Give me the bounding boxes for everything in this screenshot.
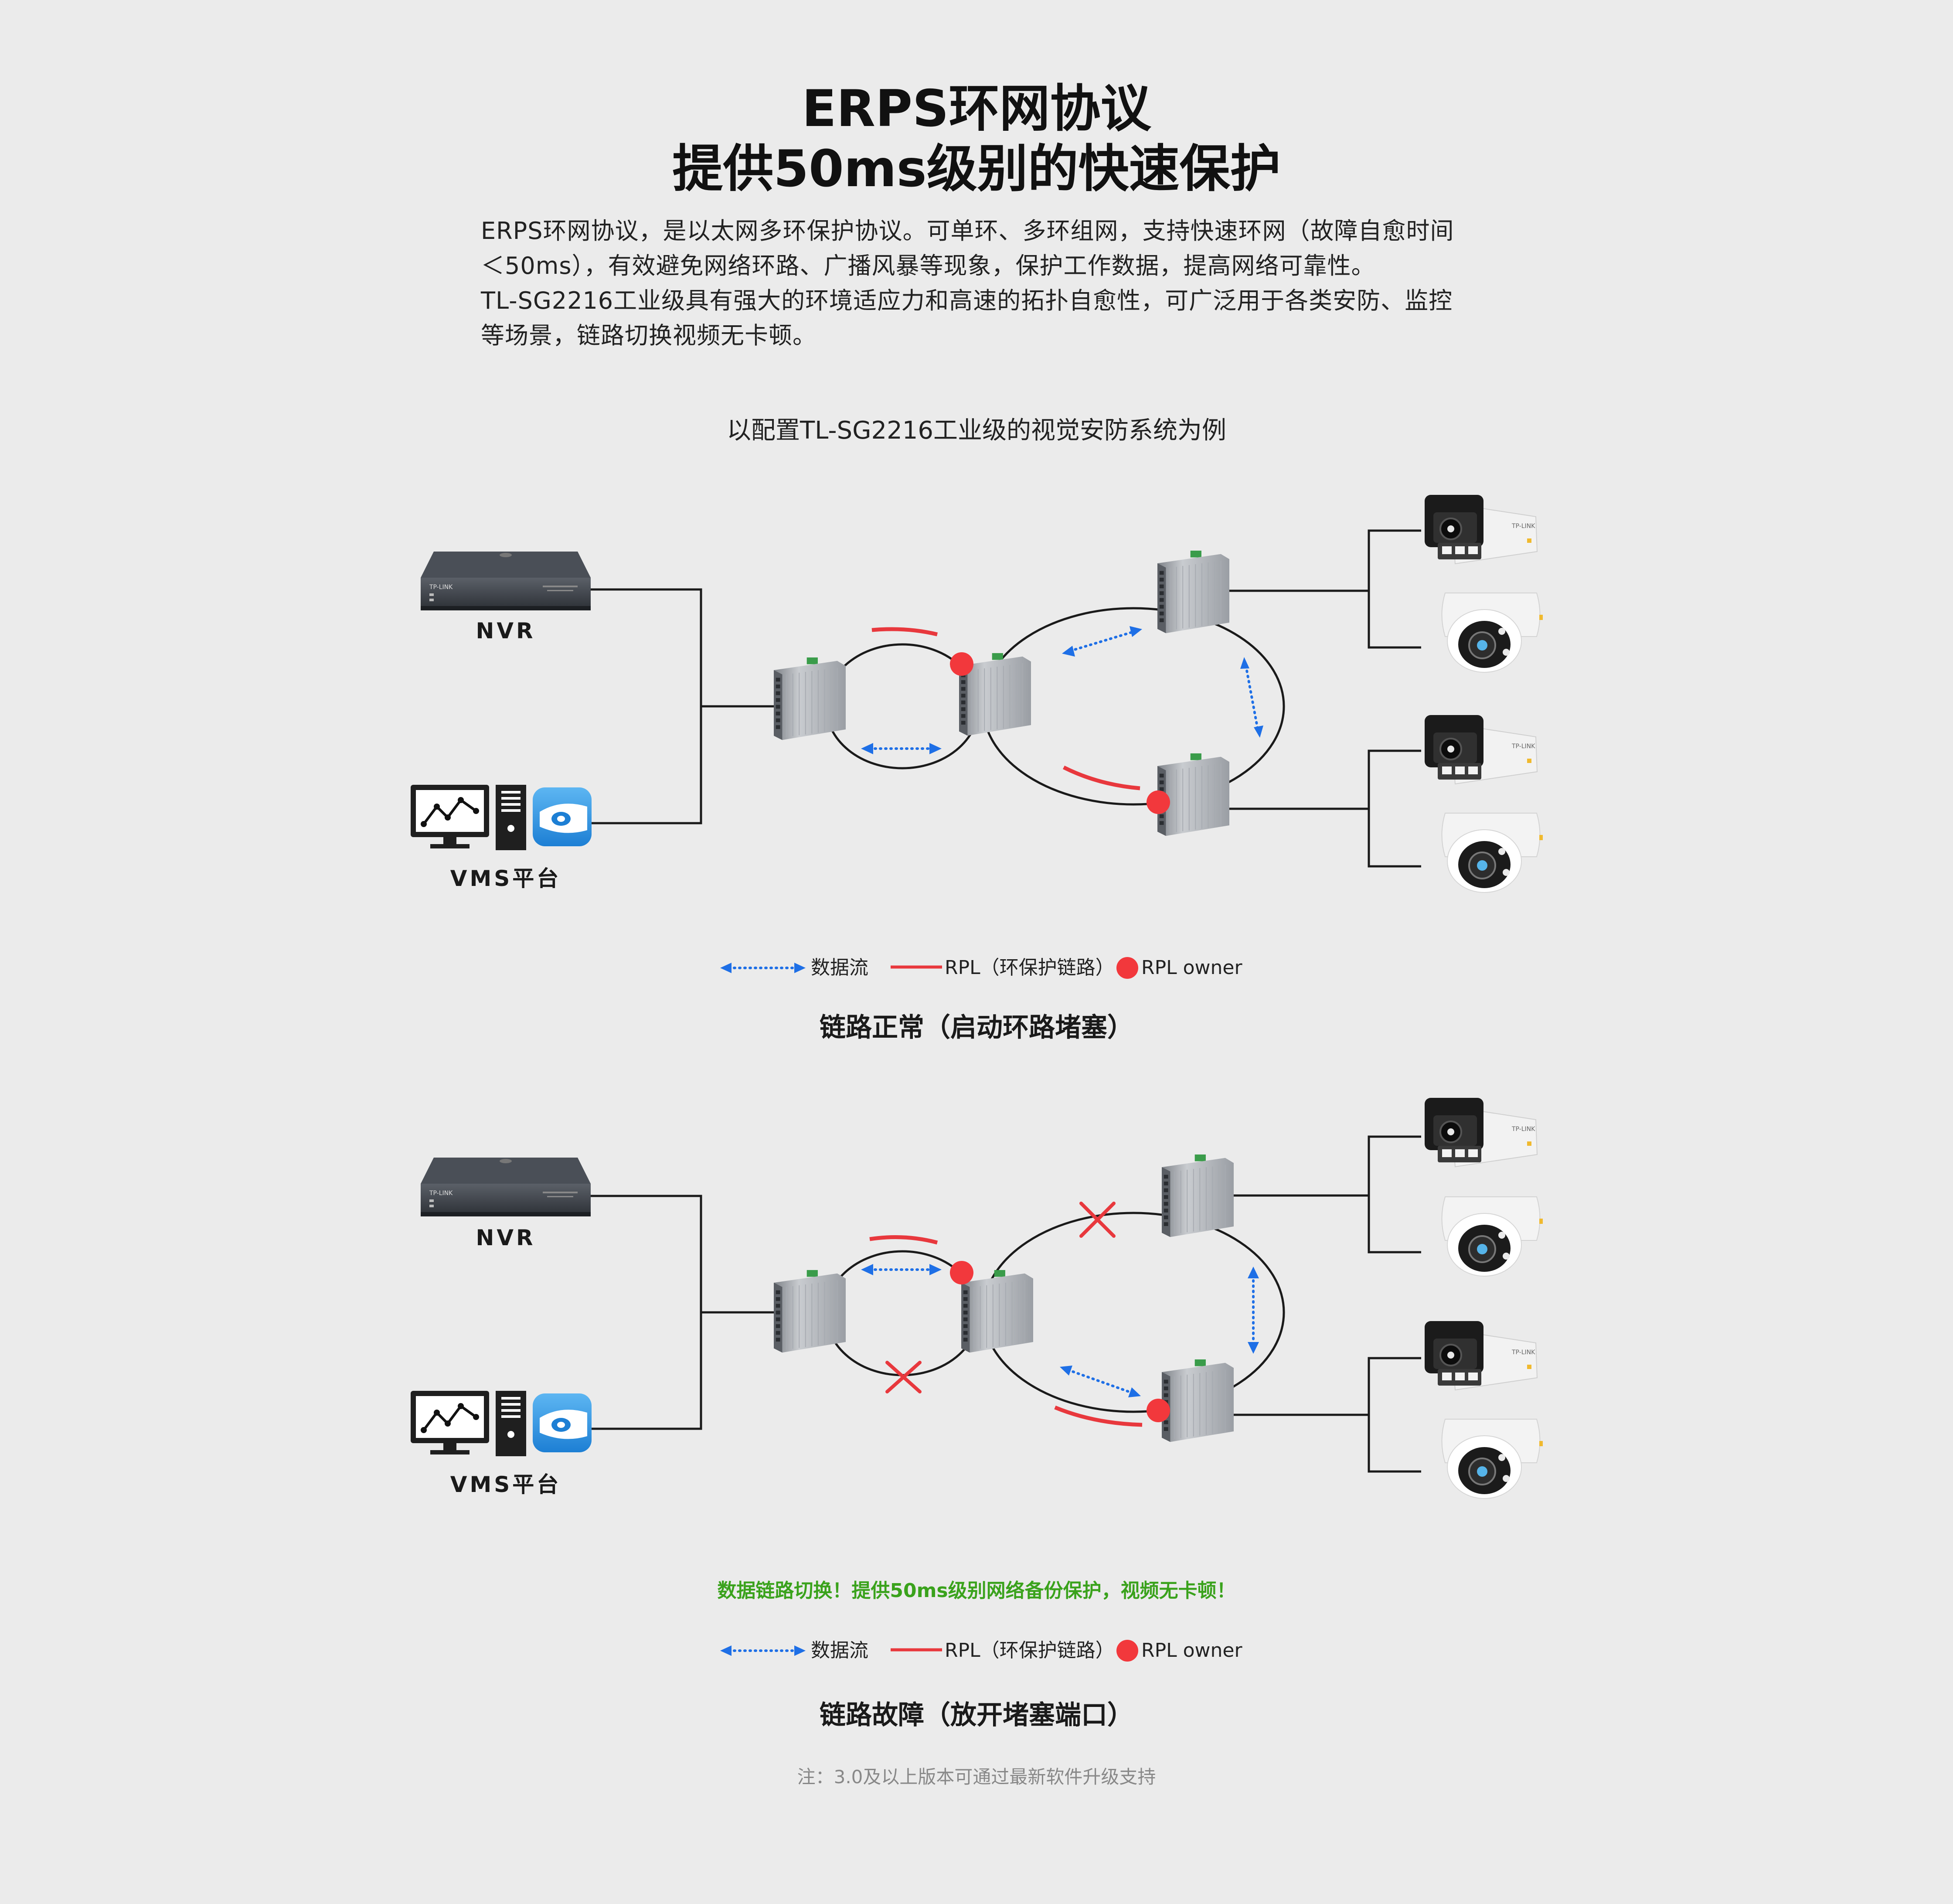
dome-camera-icon xyxy=(1441,812,1544,893)
rpl-owner-dot xyxy=(1147,790,1170,814)
legend-data-flow: 数据流 xyxy=(811,1639,868,1662)
title-line-2: 提供50ms级别的快速保护 xyxy=(672,140,1281,198)
diagram-fault-caption: 链路故障（放开堵塞端口） xyxy=(820,1700,1133,1730)
data-flow-legend-icon xyxy=(720,963,806,973)
switch-icon xyxy=(1157,753,1229,837)
rpl-arc xyxy=(1054,1405,1143,1427)
example-caption: 以配置TL-SG2216工业级的视觉安防系统为例 xyxy=(726,416,1227,445)
vms-label: VMS平台 xyxy=(450,1472,561,1497)
bullet-camera-icon xyxy=(1425,495,1538,565)
intro-paragraph: ERPS环网协议，是以太网多环保护协议。可单环、多环组网，支持快速环网（故障自愈… xyxy=(481,214,1483,353)
legend-rpl-owner: RPL owner xyxy=(1141,957,1242,979)
rpl-legend-icon xyxy=(891,965,942,969)
rpl-owner-legend-icon xyxy=(1116,1640,1138,1662)
rpl-arc xyxy=(871,627,938,637)
legend-rpl: RPL（环保护链路） xyxy=(945,957,1115,979)
switch-icon xyxy=(1162,1154,1234,1238)
data-flow-arrows xyxy=(868,630,1259,750)
intro-line: ＜50ms），有效避免网络环路、广播风暴等现象，保护工作数据，提高网络可靠性。 xyxy=(481,252,1375,279)
rpl-owner-dot xyxy=(950,652,973,676)
nvr-icon xyxy=(421,552,591,610)
switch-icon xyxy=(961,1269,1033,1353)
rpl-owner-legend-icon xyxy=(1116,957,1138,979)
diagram-fault xyxy=(0,1098,1544,1499)
switch-icon xyxy=(1157,550,1229,634)
rpl-arc xyxy=(869,1235,938,1245)
footnote: 注：3.0及以上版本可通过最新软件升级支持 xyxy=(797,1766,1156,1788)
bullet-camera-icon xyxy=(1425,715,1538,785)
data-flow-arrows xyxy=(868,1268,1255,1394)
intro-line: 等场景，链路切换视频无卡顿。 xyxy=(481,322,817,349)
switch-icon xyxy=(774,657,846,741)
switch-icon xyxy=(774,1269,846,1353)
legend-rpl: RPL（环保护链路） xyxy=(945,1639,1115,1662)
link-break-x-icon xyxy=(885,1361,922,1393)
legend: 数据流 RPL（环保护链路） RPL owner xyxy=(0,1638,1953,1664)
rpl-owner-dot xyxy=(1147,1399,1170,1422)
link-break-x-icon xyxy=(1079,1202,1116,1238)
legend: 数据流 RPL（环保护链路） RPL owner xyxy=(0,955,1953,981)
nvr-icon xyxy=(421,1158,591,1216)
failover-highlight: 数据链路切换！提供50ms级别网络备份保护，视频无卡顿！ xyxy=(717,1580,1236,1602)
rpl-legend-icon xyxy=(891,1648,942,1652)
switch-icon xyxy=(1162,1359,1234,1443)
intro-line: TL-SG2216工业级具有强大的环境适应力和高速的拓扑自愈性，可广泛用于各类安… xyxy=(481,287,1453,314)
title-line-1: ERPS环网协议 xyxy=(802,79,1151,138)
nvr-label: NVR xyxy=(476,1225,536,1250)
rpl-arc xyxy=(1062,765,1140,790)
bullet-camera-icon xyxy=(1425,1321,1538,1391)
dome-camera-icon xyxy=(1441,1196,1544,1277)
data-flow-legend-icon xyxy=(720,1645,806,1656)
vms-icon xyxy=(411,1391,592,1456)
legend-rpl-owner: RPL owner xyxy=(1141,1639,1242,1662)
intro-line: ERPS环网协议，是以太网多环保护协议。可单环、多环组网，支持快速环网（故障自愈… xyxy=(481,217,1454,245)
diagram-normal xyxy=(0,495,1544,893)
dome-camera-icon xyxy=(1441,592,1544,673)
legend-data-flow: 数据流 xyxy=(811,957,868,979)
rpl-owner-dot xyxy=(950,1261,973,1284)
vms-label: VMS平台 xyxy=(450,866,561,891)
diagram-normal-caption: 链路正常（启动环路堵塞） xyxy=(820,1012,1133,1043)
dome-camera-icon xyxy=(1441,1418,1544,1499)
bullet-camera-icon xyxy=(1425,1098,1538,1168)
vms-icon xyxy=(411,785,592,850)
nvr-label: NVR xyxy=(476,618,536,644)
